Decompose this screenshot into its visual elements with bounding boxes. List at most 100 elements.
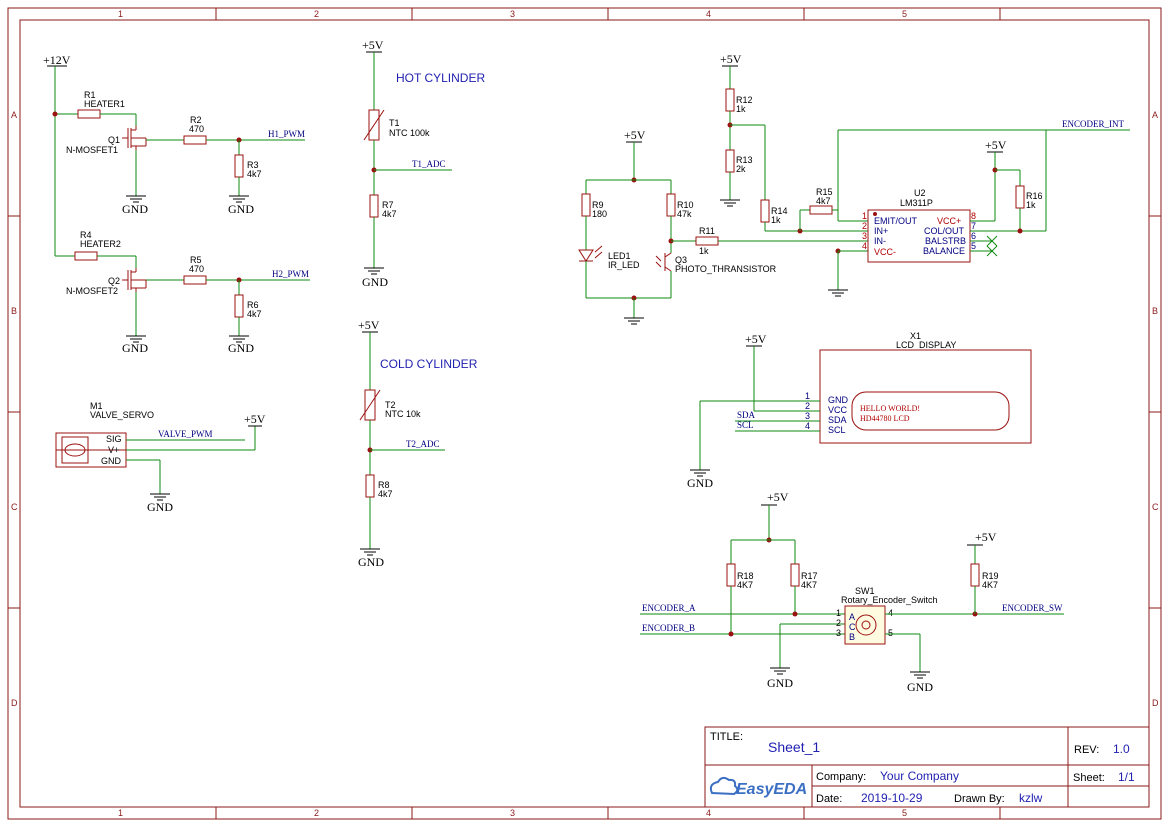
r19-value: 4K7 [982,580,998,590]
grid-col-bottom-4: 4 [706,808,711,818]
u2-pin-8-num: 8 [971,211,976,221]
u2-pin-5-num: 5 [971,241,976,251]
u2-pin-6-name: BALSTRB [925,236,966,246]
net-scl: SCL [737,420,754,430]
r5-resistor [183,275,207,285]
u2-pin-1-num: 1 [862,211,867,221]
cold-cylinder-circuit: +5V COLD CYLINDER T2 NTC 10k T2_ADC R8 4… [358,318,478,569]
r12-resistor [725,88,735,112]
gnd-r3-label: GND [228,202,254,216]
lcd-screen-line1: HELLO WORLD! [860,404,920,413]
r9-value: 180 [592,209,607,219]
heater2-resistor [74,251,98,261]
q3-value: PHOTO_THRANSISTOR [675,264,777,274]
sw1-value: Rotary_Encoder_Switch [841,595,938,605]
rotary-supply-b-label: +5V [975,530,997,544]
sw1-encoder [844,605,886,645]
servo-pin-gnd: GND [101,456,122,466]
grid-row-right-a: A [1152,110,1158,120]
sheet-value: 1/1 [1118,770,1135,784]
grid-col-top-2: 2 [314,9,319,19]
rotary-encoder-circuit: +5V R18 4K7 R17 4K7 ENCODER_A ENCODER_B … [640,490,1064,694]
r14-ref: R14 [771,206,788,216]
gnd-q1-label: GND [122,202,148,216]
rotary-gnd-a-label: GND [767,676,793,690]
servo-motor-icon [55,432,127,468]
lcd-pin-4-name: SCL [828,425,846,435]
r13-value: 2k [736,164,746,174]
supply-12v-label: +12V [43,53,71,67]
q3-ref: Q3 [675,255,687,265]
r16-value: 1k [1026,200,1036,210]
u2-pin-4-num: 4 [862,241,867,251]
r17-ref: R17 [801,571,818,581]
u2-pin-2-name: IN+ [874,226,888,236]
grid-col-bottom-3: 3 [510,808,515,818]
r14-value: 1k [771,215,781,225]
r16-ref: R16 [1026,191,1043,201]
led1-value: IR_LED [608,260,640,270]
u2-pin-4-name: VCC- [874,247,896,257]
net-encoder-int: ENCODER_INT [1062,119,1124,129]
sw1-pin-1: 1 [836,608,841,618]
r17-value: 4K7 [801,580,817,590]
comp-supply-label: +5V [985,138,1007,152]
lcd-pin-3-name: SDA [828,415,847,425]
sw1-pin-3: 3 [836,628,841,638]
hot-cylinder-title: HOT CYLINDER [396,71,485,85]
m1-ref: M1 [90,401,103,411]
rev-value: 1.0 [1113,742,1130,756]
r8-ref: R8 [378,480,390,490]
r8-value: 4k7 [378,489,393,499]
u2-pin-8-name: VCC+ [937,216,961,226]
title-label: TITLE: [710,731,743,743]
lcd-pin-2-num: 2 [805,401,810,411]
servo-pin-vplus: V+ [108,445,119,455]
t2-value: NTC 10k [385,409,421,419]
grid-col-top-4: 4 [706,9,711,19]
r4-ref: R4 [80,230,92,240]
sw1-letter-b: B [849,632,855,642]
cold-supply-label: +5V [358,318,380,332]
r15-ref: R15 [816,187,833,197]
rotary-gnd-b-label: GND [907,680,933,694]
x1-value: LCD_DISPLAY [896,340,956,350]
r2-value: 470 [189,124,204,134]
t1-ref: T1 [389,118,400,128]
q2-value: N-MOSFET2 [66,286,118,296]
u2-pin-3-num: 3 [862,231,867,241]
easyeda-logo-text: EasyEDA [736,781,807,798]
r16-resistor [1015,185,1025,209]
gnd-r6-label: GND [228,341,254,355]
servo-circuit: M1 VALVE_SERVO SIG V+ GND VALVE_PWM +5V … [55,401,266,514]
grid-col-top-5: 5 [902,9,907,19]
r1-value: HEATER1 [84,99,125,109]
r15-value: 4k7 [816,196,831,206]
r15-resistor [809,205,833,215]
u2-pin-5-name: BALANCE [923,246,965,256]
lcd-pin-4-num: 4 [805,421,810,431]
lcd-pin-2-name: VCC [828,405,848,415]
r14-resistor [760,199,770,223]
sheet-frame: 1 2 3 4 5 1 2 3 4 5 A B C D A B C D [7,7,1162,820]
q2-ref: Q2 [108,276,120,286]
r2-resistor [183,135,207,145]
r19-resistor [970,563,980,587]
r3-ref: R3 [247,160,259,170]
t1-value: NTC 100k [389,128,430,138]
r1-ref: R1 [84,90,96,100]
r7-value: 4k7 [382,209,397,219]
q1-value: N-MOSFET1 [66,145,118,155]
net-encoder-sw: ENCODER_SW [1002,603,1063,613]
sw1-pin-5: 5 [888,628,893,638]
r9-ref: R9 [592,200,604,210]
grid-row-right-c: C [1152,502,1159,512]
sw1-letter-a: A [849,612,855,622]
net-encoder-a: ENCODER_A [642,603,696,613]
net-t1-adc: T1_ADC [412,159,446,169]
r6-value: 4k7 [247,309,262,319]
r10-value: 47k [677,209,692,219]
ir-supply-label: +5V [624,128,646,142]
r8-resistor [365,474,375,498]
